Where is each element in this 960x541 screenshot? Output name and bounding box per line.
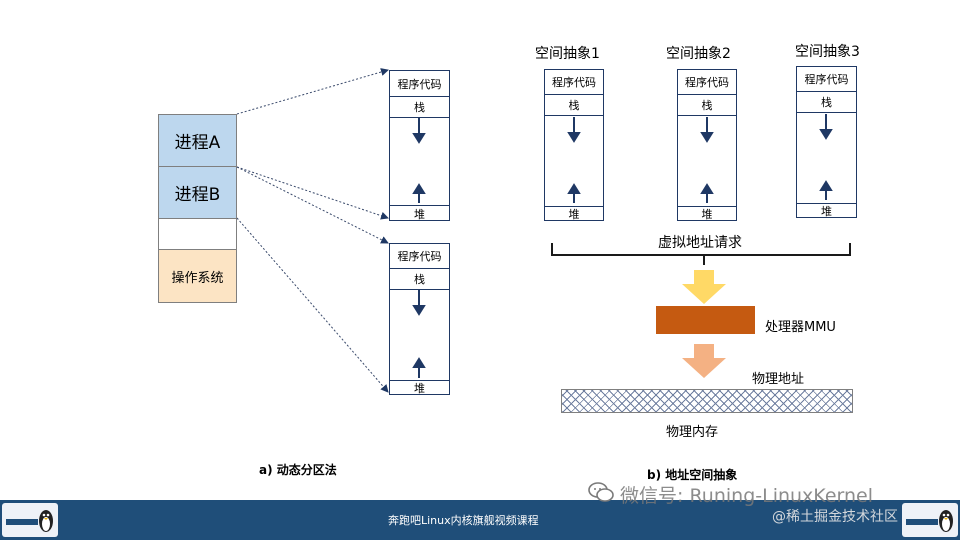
- partition-box-2: 程序代码 栈 堆: [389, 243, 450, 395]
- heap-segment: 堆: [797, 203, 856, 218]
- virtual-request-label: 虚拟地址请求: [658, 235, 742, 251]
- mmu-block: [656, 306, 755, 334]
- caption-left: a) 动态分区法: [259, 463, 337, 477]
- process-a-block: 进程A: [158, 114, 237, 167]
- space-title-3: 空间抽象3: [795, 44, 860, 60]
- physical-memory-bar: [561, 389, 853, 413]
- code-segment: 程序代码: [678, 70, 736, 95]
- code-segment: 程序代码: [390, 71, 449, 97]
- heap-segment: 堆: [390, 380, 449, 395]
- map-line-a-top: [236, 68, 389, 115]
- free-block: [158, 218, 237, 250]
- caption-right: b) 地址空间抽象: [647, 468, 738, 482]
- map-line-a-bottom: [236, 166, 389, 220]
- course-title: 奔跑吧Linux内核旗舰视频课程: [388, 514, 539, 527]
- penguin-icon: [906, 510, 953, 532]
- code-segment: 程序代码: [390, 244, 449, 269]
- community-watermark: @稀土掘金技术社区: [772, 509, 898, 525]
- wechat-watermark: 微信号: Runing-LinuxKernel: [620, 485, 873, 507]
- stack-segment: 栈: [390, 97, 449, 118]
- wechat-icon: [588, 481, 614, 503]
- os-block: 操作系统: [158, 249, 237, 303]
- mapping-lines: [236, 68, 389, 393]
- yellow-down-arrow: [682, 270, 726, 304]
- map-line-b-top: [236, 166, 389, 244]
- physical-memory-label: 物理内存: [666, 425, 719, 440]
- code-segment: 程序代码: [797, 67, 856, 92]
- stack-segment: 栈: [797, 92, 856, 113]
- space-title-2: 空间抽象2: [666, 46, 731, 62]
- space-title-1: 空间抽象1: [535, 46, 600, 62]
- heap-segment: 堆: [545, 206, 603, 221]
- penguin-icon: [6, 510, 53, 532]
- segment-arrows: [412, 114, 833, 378]
- stack-segment: 栈: [678, 95, 736, 116]
- footer-bar: 奔跑吧Linux内核旗舰视频课程: [0, 500, 960, 540]
- os-label: 操作系统: [171, 270, 224, 286]
- process-b-block: 进程B: [158, 166, 237, 219]
- stack-segment: 栈: [545, 95, 603, 116]
- orange-down-arrow: [682, 344, 726, 378]
- code-segment: 程序代码: [545, 70, 603, 95]
- heap-segment: 堆: [678, 206, 736, 221]
- stack-segment: 栈: [390, 269, 449, 290]
- tux-logo-left: [2, 503, 58, 537]
- heap-segment: 堆: [390, 205, 449, 221]
- map-line-b-bottom: [236, 217, 389, 393]
- process-a-label: 进程A: [174, 133, 221, 153]
- mmu-label: 处理器MMU: [765, 320, 836, 335]
- request-brace: [551, 243, 851, 265]
- process-b-label: 进程B: [174, 185, 221, 205]
- tux-logo-right: [902, 503, 958, 537]
- physical-address-label: 物理地址: [752, 372, 805, 387]
